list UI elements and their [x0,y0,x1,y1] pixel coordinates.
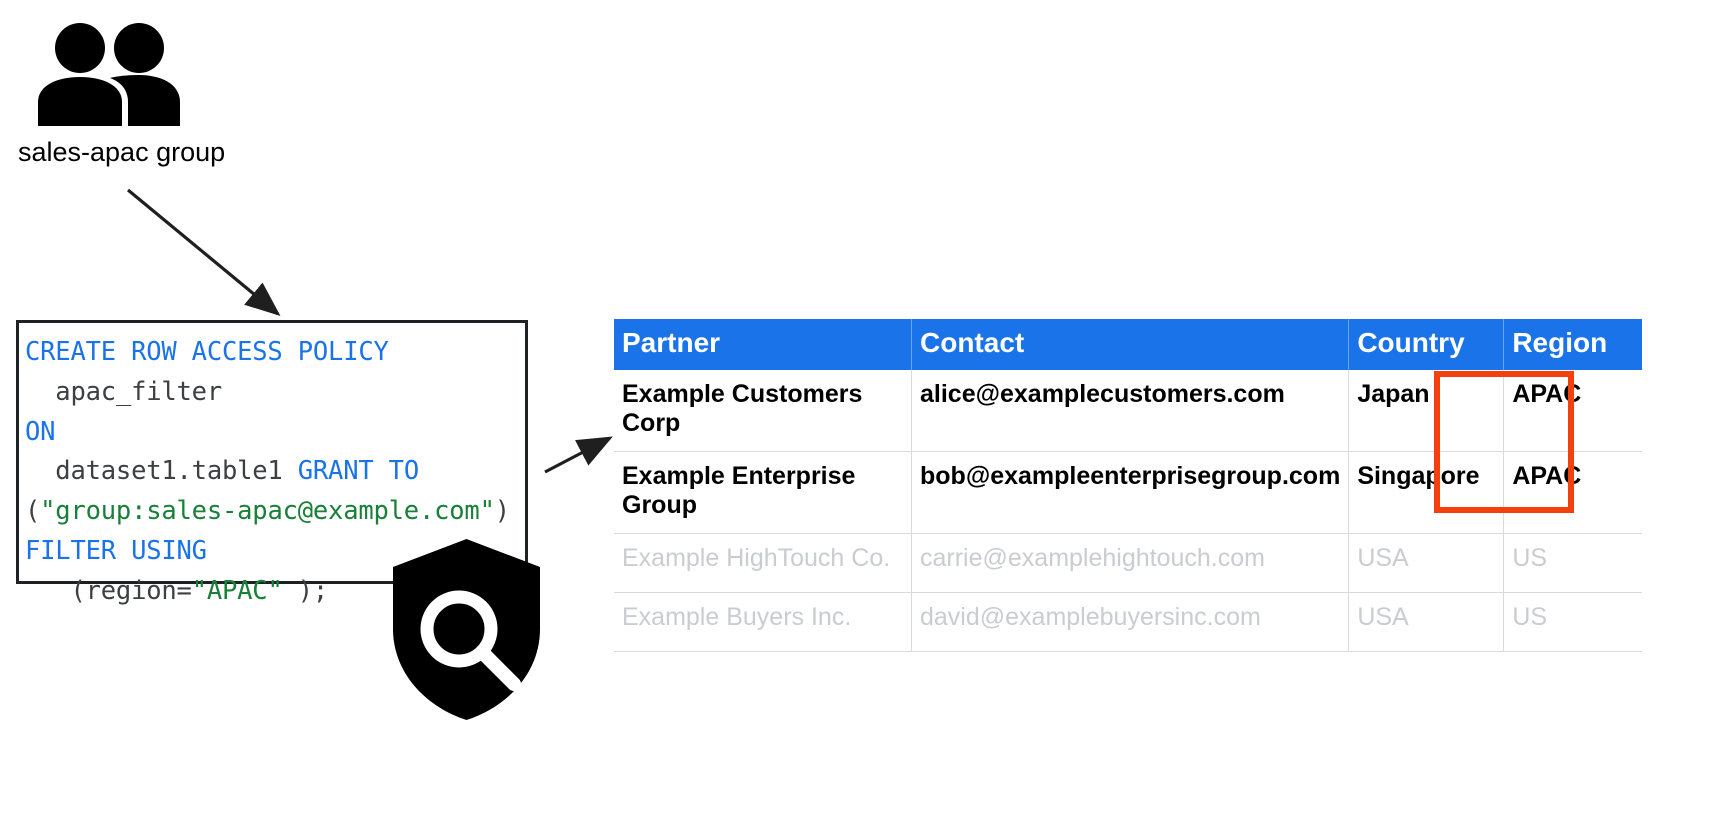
sql-token: "APAC" [191,575,283,606]
sql-token: FILTER USING [25,535,207,566]
shield-magnifier-icon [393,539,540,720]
group-label: sales-apac group [18,137,226,167]
cell-region: US [1503,533,1643,593]
table-header-row: Partner Contact Country Region [614,319,1643,370]
column-header-partner[interactable]: Partner [614,319,912,370]
sql-token: dataset1.table1 [25,456,298,487]
row-access-policy-sql-box: CREATE ROW ACCESS POLICY apac_filter ON … [16,320,528,606]
cell-partner: Example Customers Corp [614,369,912,452]
group-node: sales-apac group [18,22,248,168]
sql-token: (region= [25,575,192,606]
cell-region: APAC [1503,451,1643,534]
cell-contact: alice@examplecustomers.com [911,369,1350,452]
cell-contact: david@examplebuyersinc.com [911,592,1350,652]
sql-token: ( [25,496,41,527]
people-group-icon [38,23,180,126]
table-row[interactable]: Example Customers Corp alice@examplecust… [614,369,1643,452]
cell-country: USA [1348,592,1505,652]
cell-country: USA [1348,533,1505,593]
sql-token: CREATE ROW ACCESS POLICY [25,337,389,367]
column-header-region[interactable]: Region [1503,319,1643,370]
cell-partner: Example Enterprise Group [614,451,912,534]
sql-token: "group:sales-apac@example.com" [40,496,495,527]
partner-table: Partner Contact Country Region Example C… [614,319,1643,652]
cell-country: Singapore [1348,451,1505,534]
table-row[interactable]: Example Buyers Inc. david@examplebuyersi… [614,592,1643,652]
cell-country: Japan [1348,369,1505,452]
sql-code-text: CREATE ROW ACCESS POLICY apac_filter ON … [25,333,517,611]
sql-token: ON [25,416,56,447]
column-header-country[interactable]: Country [1348,319,1505,370]
sql-token: ); [282,575,329,606]
table-row[interactable]: Example HighTouch Co. carrie@examplehigh… [614,533,1643,593]
sql-token: apac_filter [25,376,222,407]
sql-token: ) [494,496,510,527]
arrow-policy-to-table [544,436,613,474]
cell-contact: bob@exampleenterprisegroup.com [911,451,1350,534]
cell-partner: Example HighTouch Co. [614,533,912,593]
partner-table-container: Partner Contact Country Region Example C… [614,319,1643,652]
arrow-group-to-policy [126,188,281,317]
column-header-contact[interactable]: Contact [911,319,1350,370]
sql-token: GRANT TO [297,456,419,487]
cell-region: US [1503,592,1643,652]
cell-region: APAC [1503,369,1643,452]
cell-partner: Example Buyers Inc. [614,592,912,652]
table-row[interactable]: Example Enterprise Group bob@exampleente… [614,451,1643,534]
cell-contact: carrie@examplehightouch.com [911,533,1350,593]
